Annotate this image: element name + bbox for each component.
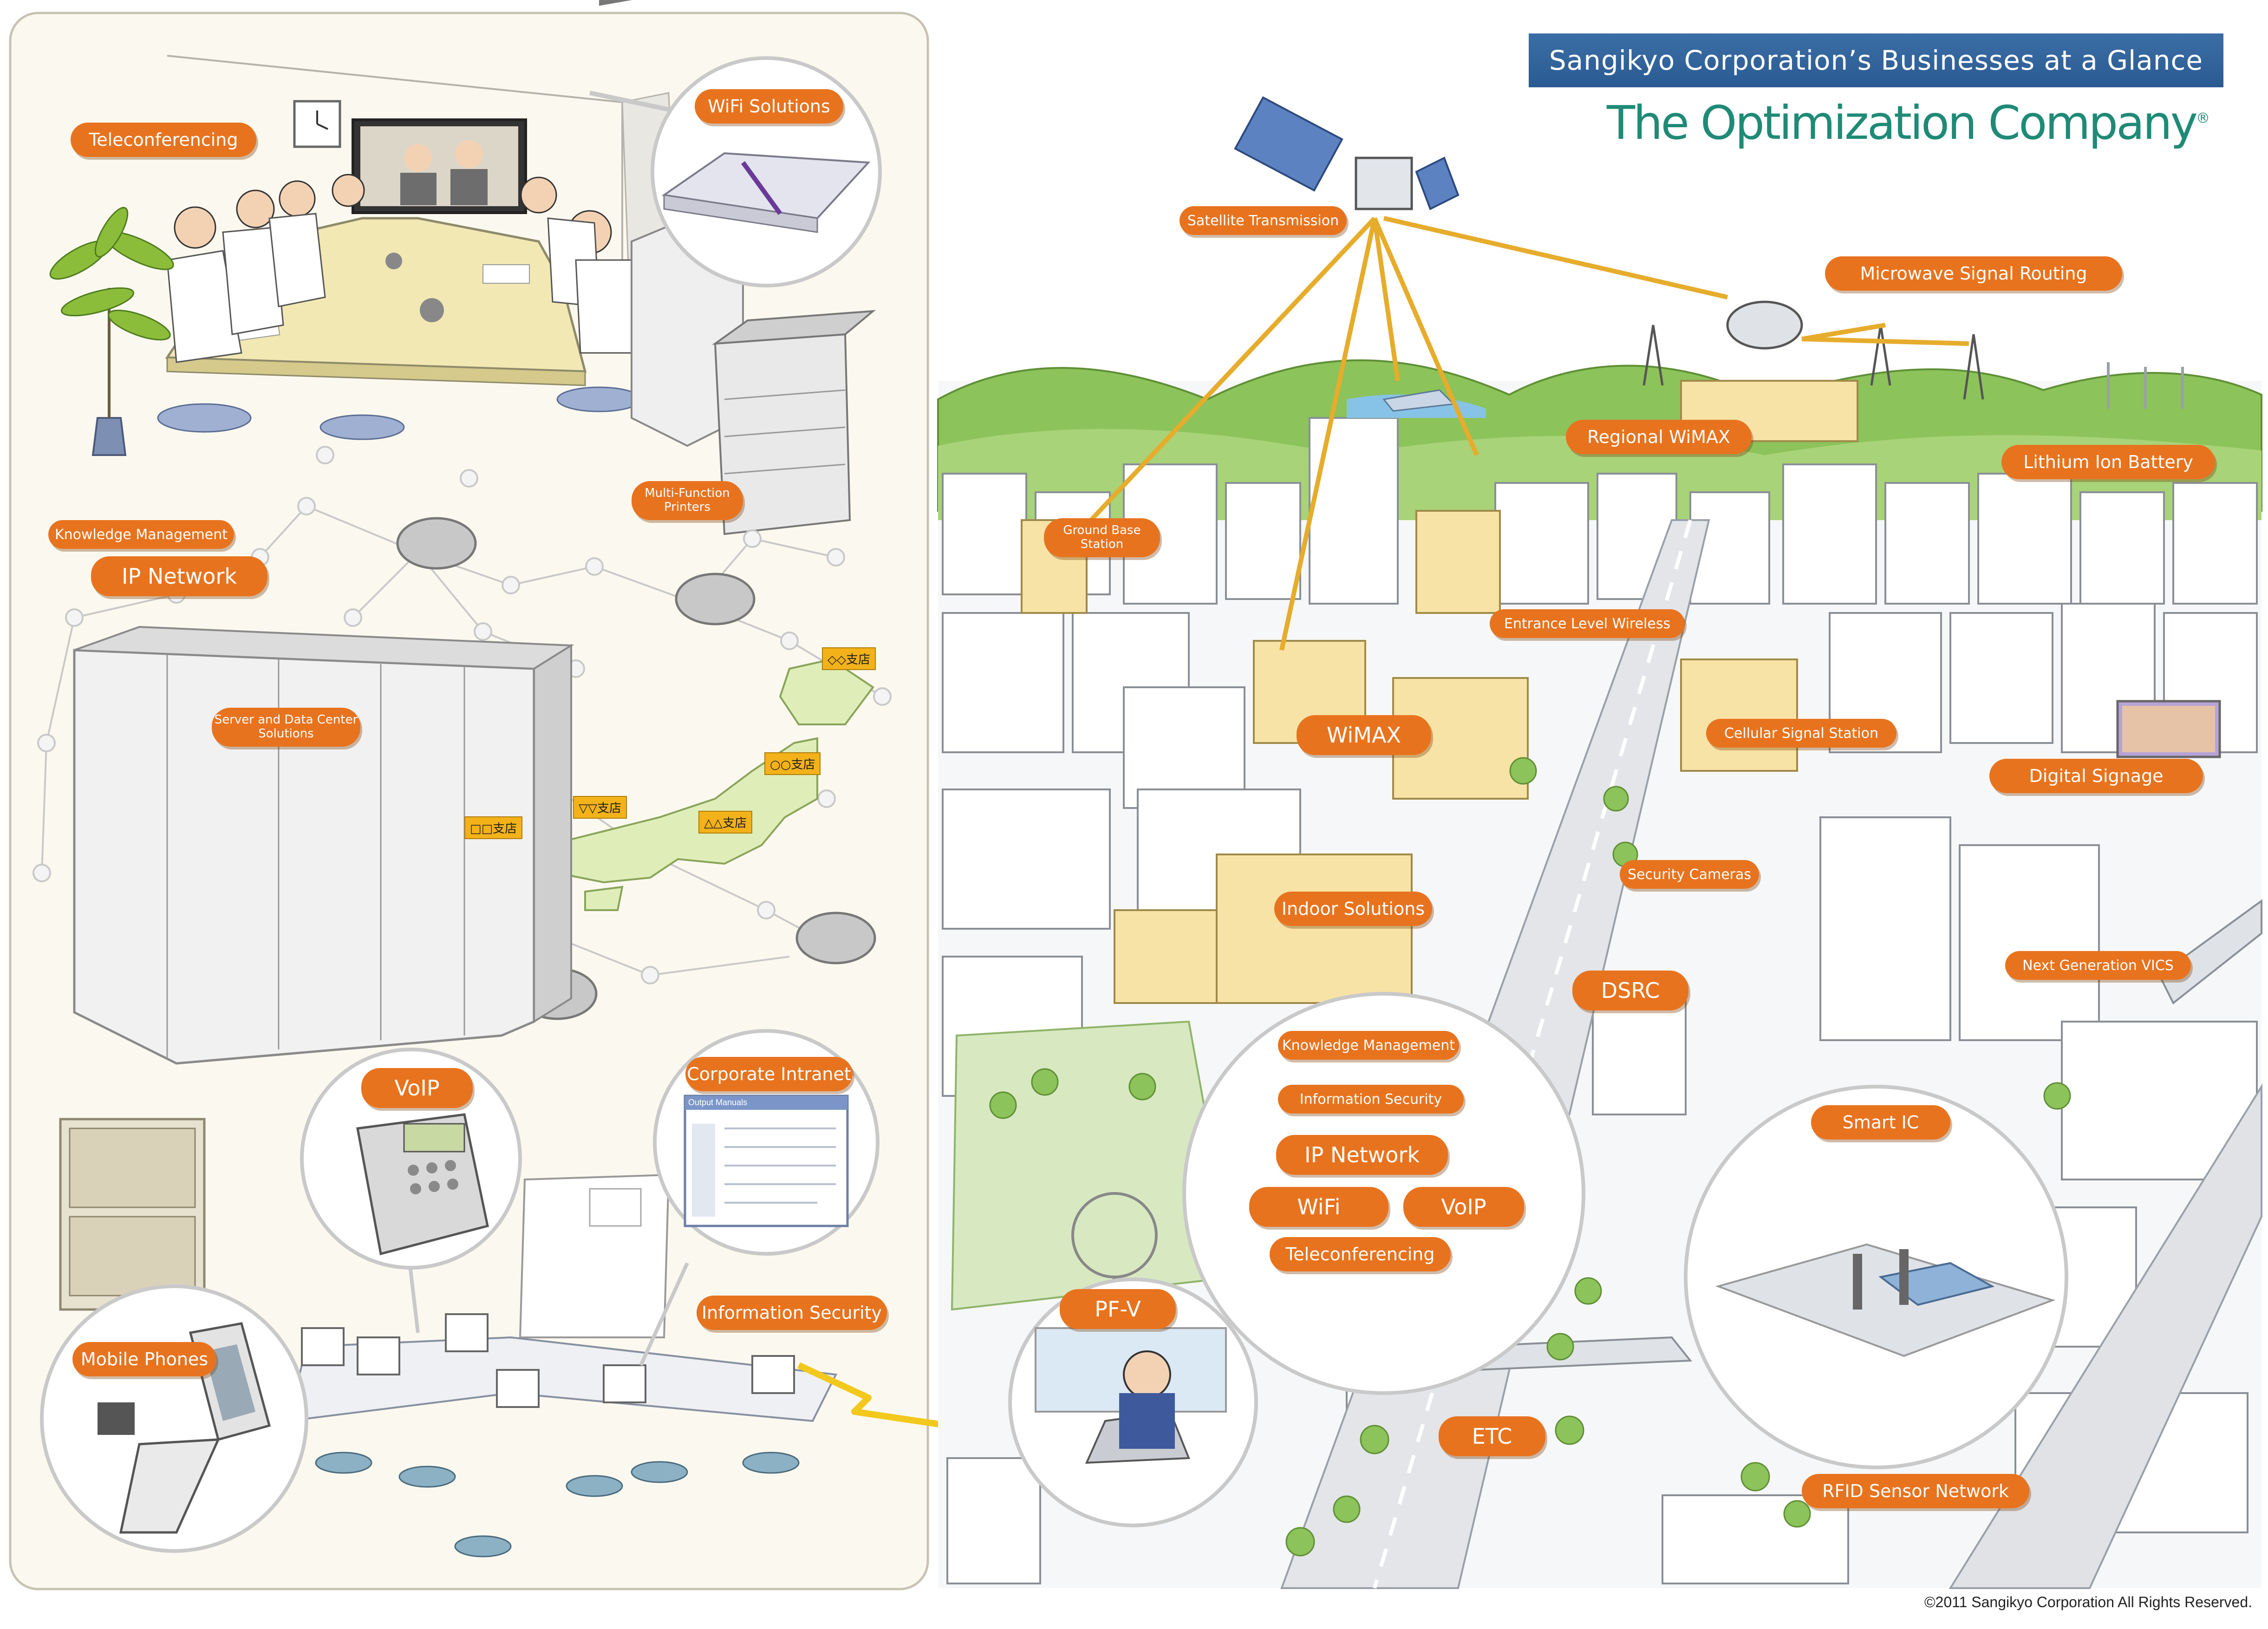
branch-flag-4: △△支店 <box>698 811 752 834</box>
bubble-ip-network: IP Network <box>1276 1135 1448 1175</box>
intranet-screen-title: Output Manuals <box>688 1098 748 1107</box>
label-ground-base-station: Ground Base Station <box>1044 518 1160 557</box>
label-server-data-center: Server and Data Center Solutions <box>212 708 360 747</box>
label-information-security: Information Security <box>697 1296 887 1330</box>
label-satellite-transmission: Satellite Transmission <box>1180 206 1347 235</box>
label-wimax: WiMAX <box>1297 715 1431 755</box>
label-knowledge-management: Knowledge Management <box>48 520 234 549</box>
copyright-notice: ©2011 Sangikyo Corporation All Rights Re… <box>1924 1594 2252 1610</box>
label-wifi-solutions: WiFi Solutions <box>695 89 843 124</box>
label-teleconferencing: Teleconferencing <box>71 123 256 157</box>
potted-plant <box>49 207 174 456</box>
brand-logo: The Optimization Company® <box>1607 96 2210 150</box>
bookshelf <box>59 1118 206 1311</box>
label-corporate-intranet: Corporate Intranet <box>685 1057 853 1091</box>
label-smart-ic: Smart IC <box>1811 1105 1950 1140</box>
label-regional-wimax: Regional WiMAX <box>1566 420 1752 454</box>
label-digital-signage: Digital Signage <box>1989 759 2203 793</box>
city-scene <box>937 96 2262 1589</box>
bubble-wifi: WiFi <box>1249 1187 1388 1227</box>
whiteboard <box>519 1173 670 1338</box>
label-security-cameras: Security Cameras <box>1620 860 1759 889</box>
brand-text: The Optimization Company <box>1607 96 2198 150</box>
label-rfid-sensor-network: RFID Sensor Network <box>1802 1474 2029 1508</box>
label-microwave-signal-routing: Microwave Signal Routing <box>1825 256 2122 291</box>
label-mobile-phones: Mobile Phones <box>72 1342 216 1376</box>
bubble-teleconferencing: Teleconferencing <box>1270 1237 1451 1271</box>
bubble-information-security: Information Security <box>1278 1085 1464 1114</box>
branch-flag-5: □□支店 <box>464 816 523 839</box>
office-desks <box>287 1313 838 1557</box>
label-etc: ETC <box>1439 1416 1545 1456</box>
bubble-knowledge-management: Knowledge Management <box>1278 1031 1459 1060</box>
wall-clock <box>293 100 341 148</box>
label-voip: VoIP <box>361 1068 473 1108</box>
label-pf-v: PF-V <box>1060 1289 1176 1329</box>
label-dsrc: DSRC <box>1572 971 1688 1010</box>
label-multifunction-printers: Multi-Function Printers <box>632 481 743 520</box>
mobile-bubble <box>40 1284 308 1553</box>
label-lithium-ion-battery: Lithium Ion Battery <box>2001 445 2215 479</box>
bubble-voip: VoIP <box>1403 1187 1524 1227</box>
registered-mark: ® <box>2196 110 2210 127</box>
label-indoor-solutions: Indoor Solutions <box>1274 892 1432 926</box>
page-title: Sangikyo Corporation’s Businesses at a G… <box>1529 33 2223 87</box>
video-screen <box>352 118 527 214</box>
branch-flag-2: ○○支店 <box>764 752 821 775</box>
label-entrance-level-wireless: Entrance Level Wireless <box>1490 609 1685 638</box>
label-next-generation-vics: Next Generation VICS <box>2005 951 2191 980</box>
branch-flag-1: ◇◇支店 <box>822 647 876 670</box>
label-cellular-signal-station: Cellular Signal Station <box>1706 719 1897 748</box>
server-racks <box>73 626 574 1065</box>
label-ip-network: IP Network <box>91 556 267 596</box>
wireless-bolt <box>797 1362 981 1434</box>
branch-flag-3: ▽▽支店 <box>573 796 627 819</box>
satellite <box>1234 96 1460 210</box>
